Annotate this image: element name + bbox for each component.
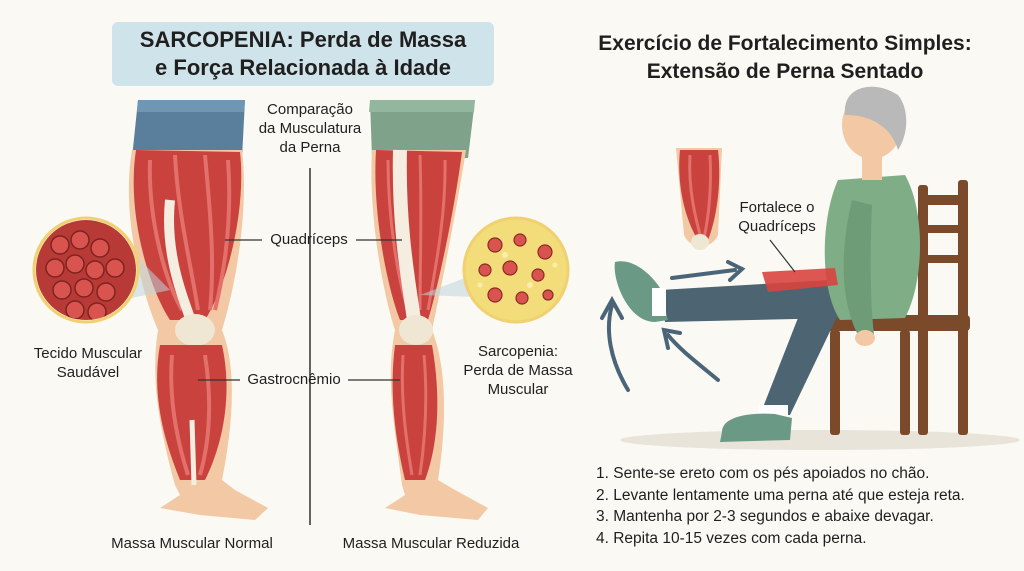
main-title-line2: e Força Relacionada à Idade <box>155 55 451 80</box>
step-item: 4. Repita 10-15 vezes com cada perna. <box>596 529 867 547</box>
healthy-tissue-label: Tecido Muscular Saudável <box>33 345 143 381</box>
quadriceps-label: Quadríceps <box>270 231 348 248</box>
quadriceps-muscle-healthy <box>133 150 242 320</box>
step-item: 2. Levante lentamente uma perna até que … <box>596 486 965 504</box>
quadriceps-inset <box>676 148 722 250</box>
exercise-title: Exercício de Fortalecimento Simples: Ext… <box>598 32 972 83</box>
sarcopenic-tissue-magnifier <box>462 216 570 324</box>
motion-arrows <box>600 260 746 392</box>
comparison-label: Comparação da Musculatura da Perna <box>258 101 362 156</box>
normal-mass-caption: Massa Muscular Normal <box>111 535 273 552</box>
exercise-steps: 1. Sente-se ereto com os pés apoiados no… <box>596 463 965 549</box>
sarcopenic-leg <box>369 100 488 520</box>
seated-person-exercise <box>614 86 1020 450</box>
quadriceps-highlight <box>762 268 838 292</box>
sarcopenia-label: Sarcopenia: Perda de Massa Muscular <box>463 343 573 398</box>
step-item: 1. Sente-se ereto com os pés apoiados no… <box>596 465 930 482</box>
gastrocnemius-label: Gastrocnêmio <box>247 371 341 388</box>
healthy-leg <box>128 100 268 520</box>
step-item: 3. Mantenha por 2-3 segundos e abaixe de… <box>596 508 934 525</box>
strengthen-label: Fortalece o Quadríceps <box>738 199 816 235</box>
main-title-line1: SARCOPENIA: Perda de Massa <box>139 27 467 52</box>
main-title-box: SARCOPENIA: Perda de Massa e Força Relac… <box>112 22 494 86</box>
healthy-tissue-magnifier <box>32 216 140 324</box>
reduced-mass-caption: Massa Muscular Reduzida <box>342 535 520 552</box>
